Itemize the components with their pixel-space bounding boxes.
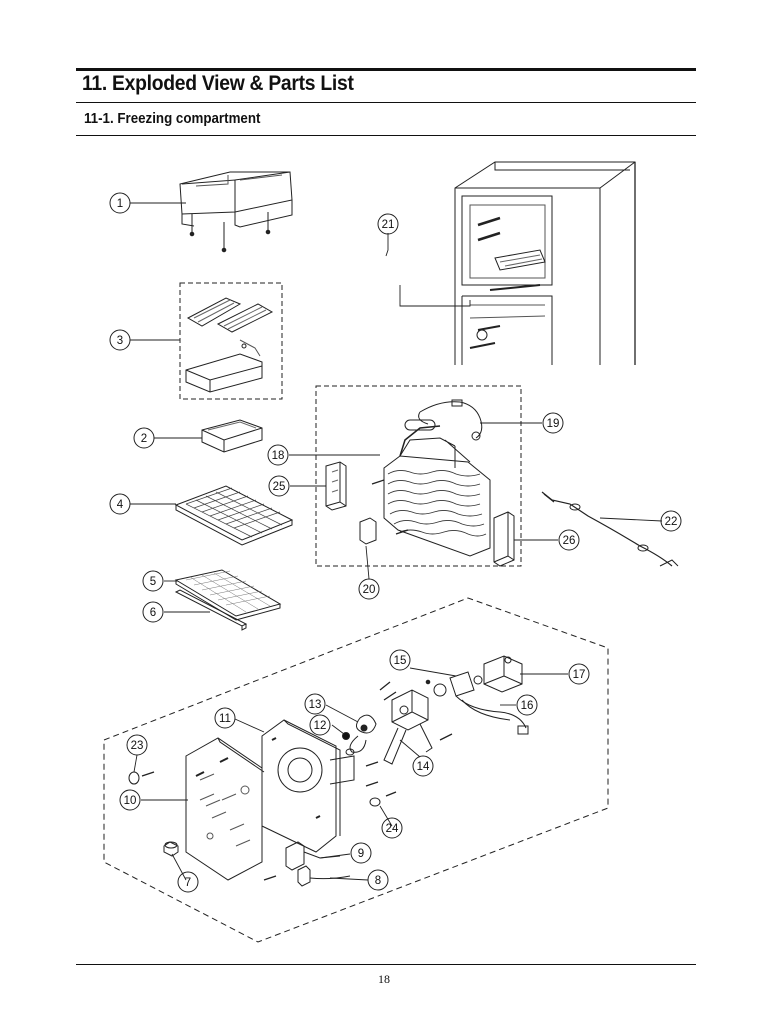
- svg-text:20: 20: [363, 584, 376, 596]
- callout-22: 22: [660, 510, 682, 532]
- subtitle-rule: [76, 135, 696, 136]
- svg-text:16: 16: [521, 700, 534, 712]
- callout-16: 16: [516, 694, 538, 716]
- callout-25: 25: [268, 475, 290, 497]
- callout-18: 18: [267, 444, 289, 466]
- callout-5: 5: [142, 570, 164, 592]
- fan-assembly-boundary: [103, 597, 609, 943]
- part-4-shelf: [174, 485, 294, 546]
- svg-text:26: 26: [563, 535, 576, 547]
- callout-15: 15: [389, 649, 411, 671]
- page-number: 18: [378, 972, 390, 986]
- part-24-washer: [365, 733, 453, 807]
- callout-labels: 1 2 3 4 5 6 7 8 9 10 11 12 13 14 15 16 1…: [109, 192, 682, 893]
- svg-text:24: 24: [386, 823, 399, 835]
- svg-text:15: 15: [394, 655, 407, 667]
- svg-text:18: 18: [272, 450, 285, 462]
- callout-26: 26: [558, 529, 580, 551]
- callout-12: 12: [309, 714, 331, 736]
- svg-text:22: 22: [665, 516, 678, 528]
- part-1-housing: [179, 171, 293, 253]
- callout-17: 17: [568, 663, 590, 685]
- svg-text:17: 17: [573, 669, 586, 681]
- footer-rule: [76, 964, 696, 965]
- callout-14: 14: [412, 755, 434, 777]
- callout-3: 3: [109, 329, 131, 351]
- svg-text:4: 4: [117, 499, 124, 511]
- svg-text:23: 23: [131, 740, 144, 752]
- page-title: 11. Exploded View & Parts List: [82, 72, 354, 95]
- svg-text:25: 25: [273, 481, 286, 493]
- callout-7: 7: [177, 871, 199, 893]
- svg-text:21: 21: [382, 219, 395, 231]
- refrigerator-cabinet: [454, 161, 636, 365]
- callout-23: 23: [126, 734, 148, 756]
- callout-1: 1: [109, 192, 131, 214]
- svg-text:2: 2: [141, 433, 147, 445]
- evaporator-assembly: [315, 385, 522, 567]
- part-23-cap: [128, 771, 155, 785]
- callout-20: 20: [358, 578, 380, 600]
- svg-text:14: 14: [417, 761, 430, 773]
- svg-text:6: 6: [150, 607, 156, 619]
- part-15-screw-set: [425, 675, 483, 685]
- svg-text:13: 13: [309, 699, 322, 711]
- part-22-cord: [541, 491, 679, 567]
- callout-24: 24: [381, 817, 403, 839]
- svg-text:7: 7: [185, 877, 191, 889]
- svg-text:12: 12: [314, 720, 327, 732]
- callout-19: 19: [542, 412, 564, 434]
- part-11-shroud: [261, 719, 355, 853]
- callout-13: 13: [304, 693, 326, 715]
- callout-leaders: [130, 202, 663, 881]
- callout-2: 2: [133, 427, 155, 449]
- part-14-bracket: [379, 681, 433, 765]
- callout-21: 21: [377, 213, 399, 235]
- callout-6: 6: [142, 601, 164, 623]
- section-subtitle: 11-1. Freezing compartment: [84, 111, 261, 127]
- svg-text:9: 9: [358, 848, 364, 860]
- part-5-plate: [174, 569, 282, 621]
- callout-8: 8: [367, 869, 389, 891]
- part-17-motor-cover: [483, 655, 523, 693]
- part-12-washer: [342, 732, 355, 756]
- part-3-ice-tray-assembly: [179, 282, 283, 400]
- part-10-cover: [185, 737, 265, 881]
- callout-4: 4: [109, 493, 131, 515]
- svg-text:5: 5: [150, 576, 156, 588]
- svg-text:1: 1: [117, 198, 123, 210]
- part-2-tray: [201, 419, 263, 453]
- part-13-fan-blade: [349, 714, 377, 753]
- callout-10: 10: [119, 789, 141, 811]
- part-6-strip: [174, 589, 248, 631]
- part-16-fan-motor: [433, 671, 529, 735]
- header-rule-top: [76, 68, 696, 71]
- callout-9: 9: [350, 842, 372, 864]
- header-rule: [76, 102, 696, 103]
- callout-11: 11: [214, 707, 236, 729]
- svg-text:11: 11: [219, 713, 231, 725]
- svg-text:8: 8: [375, 875, 381, 887]
- svg-text:19: 19: [547, 418, 560, 430]
- part-7-knob: [163, 841, 179, 857]
- svg-text:10: 10: [124, 795, 137, 807]
- part-8-sensor: [263, 865, 351, 887]
- svg-text:3: 3: [117, 335, 123, 347]
